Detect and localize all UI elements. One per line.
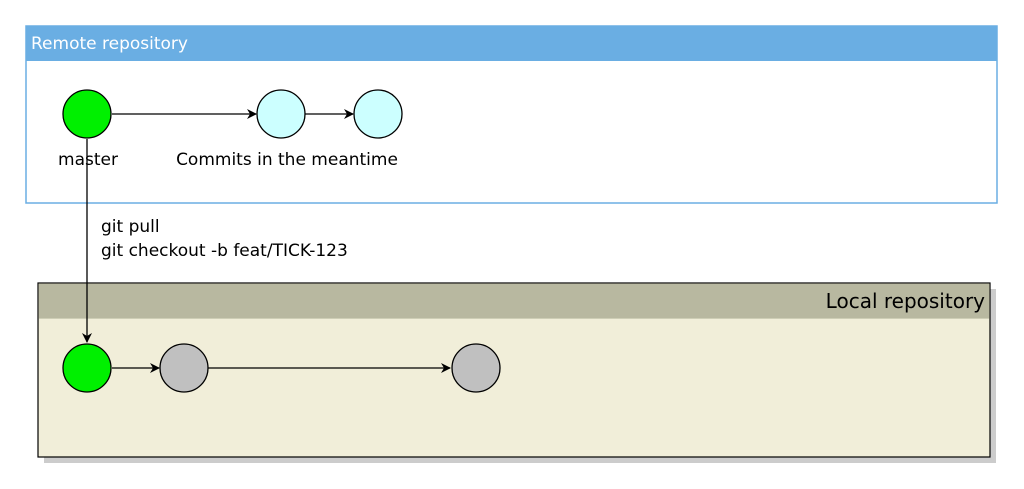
local-feature-commit-2 <box>451 343 501 393</box>
remote-meantime-commit-1 <box>256 89 306 139</box>
git-pull-command: git pull <box>101 217 160 237</box>
remote-repository-header <box>26 26 997 61</box>
meantime-commits-label: Commits in the meantime <box>176 150 398 170</box>
local-feature-commit-1 <box>159 343 209 393</box>
local-repository-header <box>38 283 990 319</box>
git-checkout-command: git checkout -b feat/TICK-123 <box>101 241 348 261</box>
remote-master-commit <box>62 89 112 139</box>
master-label: master <box>58 150 118 170</box>
remote-meantime-commit-2 <box>353 89 403 139</box>
connectors <box>82 109 451 373</box>
local-repository-title: Local repository <box>826 289 985 313</box>
commit-nodes <box>62 89 501 393</box>
labels: master Commits in the meantime git pull … <box>58 150 398 261</box>
remote-repository-title: Remote repository <box>31 34 188 54</box>
local-master-commit <box>62 343 112 393</box>
